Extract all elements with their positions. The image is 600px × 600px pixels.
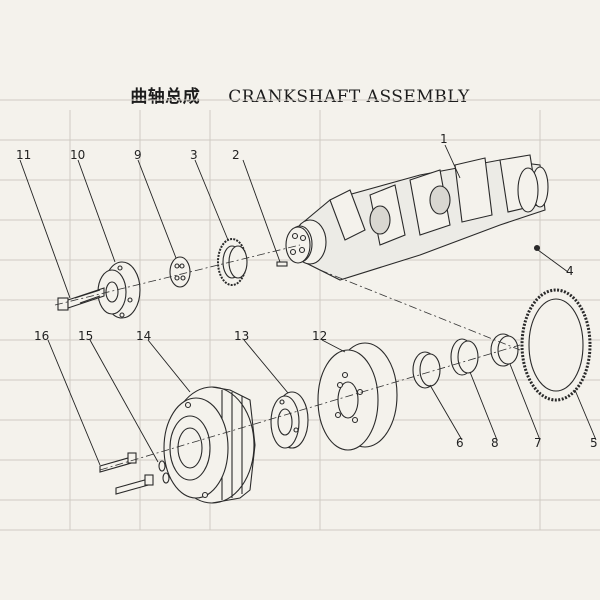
damper-pulley: [163, 386, 256, 504]
crankshaft-hub: [97, 261, 141, 319]
ring-gear: [520, 288, 592, 402]
crankshaft: [287, 154, 549, 281]
callout-14: 14: [136, 329, 151, 343]
center-lines: [54, 244, 521, 471]
pulley-bolts: [99, 452, 154, 495]
callout-12: 12: [312, 329, 327, 343]
callout-labels: 11 10 9 3 2 1 4 5 6 8 7 12 13 14 15 16: [16, 132, 598, 450]
spacer: [270, 391, 309, 449]
hub-bolt: [57, 287, 105, 311]
crank-flange: [285, 226, 311, 264]
title-chinese: 曲轴总成: [130, 87, 201, 107]
callout-11: 11: [16, 148, 31, 162]
callout-7: 7: [534, 436, 542, 450]
callout-5: 5: [590, 436, 598, 450]
retaining-plate: [169, 256, 191, 288]
callout-6: 6: [456, 436, 464, 450]
callout-9: 9: [134, 148, 142, 162]
callout-16: 16: [34, 329, 49, 343]
callout-13: 13: [234, 329, 249, 343]
callout-8: 8: [491, 436, 499, 450]
callout-2: 2: [232, 148, 240, 162]
timing-gear: [217, 238, 248, 286]
washer: [158, 460, 170, 484]
page-title: 曲轴总成 CRANKSHAFT ASSEMBLY: [0, 82, 600, 107]
thrust-washer: [412, 351, 441, 389]
pulley-disc: [317, 342, 398, 451]
leader-lines: [19, 144, 597, 466]
dowel-pin: [533, 244, 541, 252]
callout-1: 1: [440, 132, 448, 146]
callout-10: 10: [70, 148, 85, 162]
main-bearing: [450, 338, 479, 376]
callout-3: 3: [190, 148, 198, 162]
callout-4: 4: [566, 264, 574, 278]
pin: [276, 261, 288, 267]
title-english: CRANKSHAFT ASSEMBLY: [228, 87, 470, 107]
callout-15: 15: [78, 329, 93, 343]
